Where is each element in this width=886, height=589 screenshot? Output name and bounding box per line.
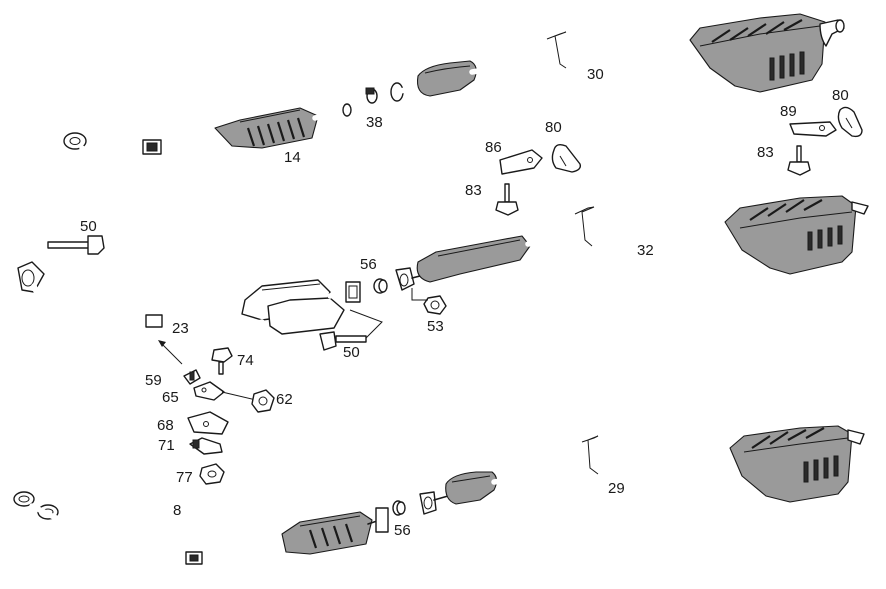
label-part-65: 65 bbox=[162, 389, 179, 406]
label-part-56-upper: 56 bbox=[360, 256, 377, 273]
rubber-mount-80-upper bbox=[551, 143, 582, 173]
gasket-56-lower bbox=[392, 500, 406, 516]
rubber-ring-53 bbox=[411, 288, 447, 315]
label-part-32: 32 bbox=[637, 242, 654, 259]
label-part-53: 53 bbox=[427, 318, 444, 335]
label-part-71: 71 bbox=[158, 437, 175, 454]
nut-77 bbox=[199, 463, 225, 485]
clamp-71 bbox=[189, 437, 223, 455]
label-part-29: 29 bbox=[608, 480, 625, 497]
label-part-77: 77 bbox=[176, 469, 193, 486]
bolt-74 bbox=[211, 347, 233, 375]
hanger-bracket-86 bbox=[499, 149, 543, 175]
front-pipe-assembly-23 bbox=[17, 235, 383, 351]
label-part-50-lower: 50 bbox=[343, 344, 360, 361]
label-part-80-upper: 80 bbox=[545, 119, 562, 136]
bolt-83-upper bbox=[495, 183, 519, 216]
rear-silencer-assembly-29 bbox=[419, 425, 865, 515]
label-part-23: 23 bbox=[172, 320, 189, 337]
label-part-50-top: 50 bbox=[80, 218, 97, 235]
front-pipe-assembly-14 bbox=[63, 103, 352, 160]
label-part-56-lower: 56 bbox=[394, 522, 411, 539]
rear-silencer-assembly-32 bbox=[395, 195, 869, 291]
label-part-62: 62 bbox=[276, 391, 293, 408]
bracket-65 bbox=[193, 381, 257, 401]
label-part-59: 59 bbox=[145, 372, 162, 389]
label-part-74: 74 bbox=[237, 352, 254, 369]
front-pipe-assembly-8 bbox=[13, 491, 389, 569]
bracket-68 bbox=[187, 411, 229, 435]
label-part-30: 30 bbox=[587, 66, 604, 83]
clip-59 bbox=[183, 369, 201, 385]
nut-62 bbox=[251, 389, 275, 413]
label-part-86: 86 bbox=[485, 139, 502, 156]
bolt-83-right bbox=[787, 145, 811, 176]
label-part-83-right: 83 bbox=[757, 144, 774, 161]
label-part-89: 89 bbox=[780, 103, 797, 120]
arrow-to-23 bbox=[158, 340, 183, 365]
hanger-bracket-89 bbox=[789, 121, 837, 137]
label-part-38: 38 bbox=[366, 114, 383, 131]
part-labels: 14 38 30 80 86 83 89 80 83 50 56 32 23 5… bbox=[80, 66, 849, 539]
gasket-56-upper bbox=[373, 278, 388, 294]
label-part-80-right: 80 bbox=[832, 87, 849, 104]
label-part-14: 14 bbox=[284, 149, 301, 166]
label-part-83-upper: 83 bbox=[465, 182, 482, 199]
label-part-68: 68 bbox=[157, 417, 174, 434]
rear-silencer-assembly-30 bbox=[365, 13, 845, 104]
rubber-mount-80-right bbox=[837, 106, 863, 138]
label-part-8: 8 bbox=[173, 502, 181, 519]
